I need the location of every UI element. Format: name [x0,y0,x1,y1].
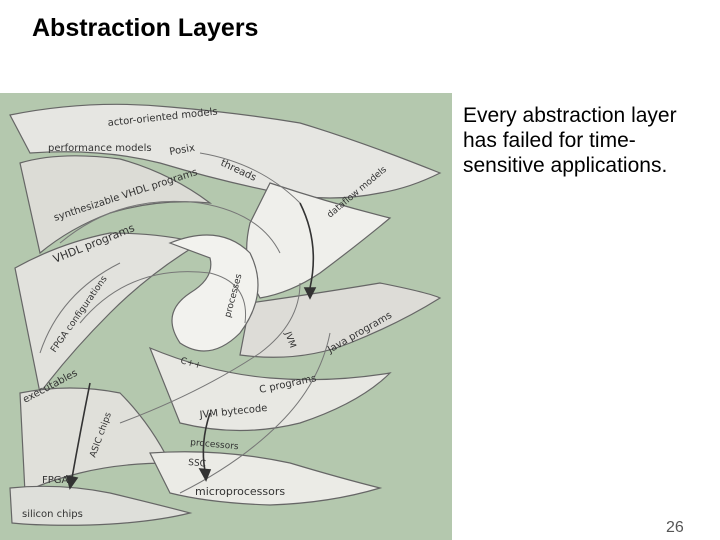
label-posix: Posix [169,143,196,158]
swirl-sheets [9,103,442,526]
label-processors: processors [190,438,239,452]
page-number: 26 [666,519,684,536]
sheet-upper-left [19,155,213,255]
swirl-arcs [39,152,331,494]
sheet-bottom [149,451,383,506]
label-performance: performance models [48,143,152,154]
sheet-center-swirl [168,234,259,352]
sheet-right-middle [239,282,442,358]
bullet-text: Every abstraction layer has failed for t… [463,104,677,177]
label-microprocessors: microprocessors [195,485,285,498]
swirl-arrows [65,202,317,490]
label-ssc: SSC [188,458,207,470]
abstraction-layers-figure: actor-oriented models performance models… [0,93,452,540]
label-silicon-chips: silicon chips [22,509,83,520]
label-fpgas: FPGAs [42,475,74,486]
sheet-bottom-left [9,485,193,526]
sheet-top [9,103,442,199]
sheet-lower-center [148,346,392,432]
slide-title: Abstraction Layers [32,14,259,42]
